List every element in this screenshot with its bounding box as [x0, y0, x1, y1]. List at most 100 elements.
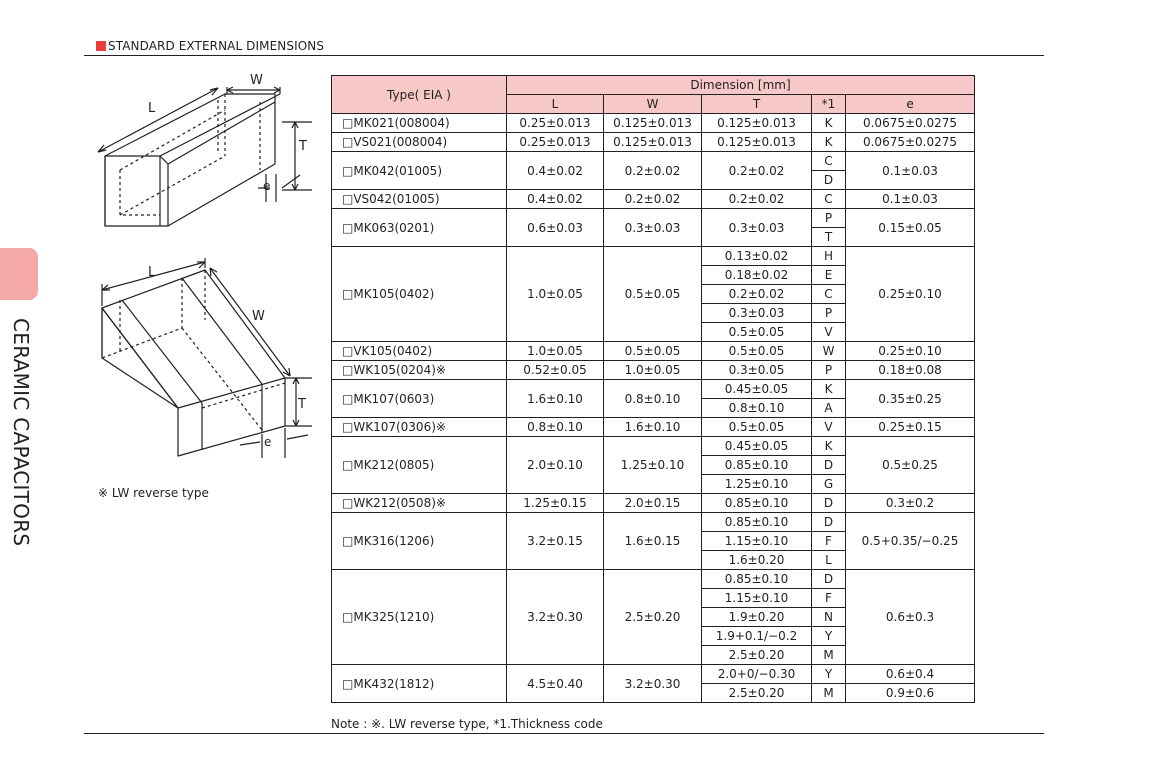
thickness-cell: 1.6±0.20 — [701, 550, 812, 570]
thickness-code-cell: G — [811, 474, 846, 494]
width-cell: 0.3±0.03 — [603, 208, 702, 247]
thickness-cell: 0.85±0.10 — [701, 569, 812, 589]
side-tab — [0, 248, 38, 300]
dimension-header: Dimension [mm] — [505, 75, 976, 95]
thickness-code-cell: F — [811, 588, 846, 608]
side-label: CERAMIC CAPACITORS — [9, 318, 33, 547]
width-cell: 0.8±0.10 — [603, 379, 702, 418]
thickness-cell: 2.5±0.20 — [701, 645, 812, 665]
length-cell: 0.6±0.03 — [506, 208, 604, 247]
col-header: T — [701, 94, 812, 114]
length-cell: 1.6±0.10 — [506, 379, 604, 418]
thickness-code-cell: M — [811, 683, 846, 703]
thickness-code-cell: M — [811, 645, 846, 665]
thickness-cell: 0.2±0.02 — [701, 284, 812, 304]
thickness-code-cell: A — [811, 398, 846, 418]
length-cell: 0.4±0.02 — [506, 189, 604, 209]
thickness-code-cell: K — [811, 132, 846, 152]
thickness-cell: 0.13±0.02 — [701, 246, 812, 266]
type-cell: □WK107(0306)※ — [331, 417, 507, 437]
e-cell: 0.5±0.25 — [844, 436, 976, 494]
e-cell: 0.5+0.35/−0.25 — [844, 512, 976, 570]
thickness-cell: 1.9+0.1/−0.2 — [701, 626, 812, 646]
length-cell: 0.8±0.10 — [506, 417, 604, 437]
e-cell: 0.6±0.3 — [844, 569, 976, 665]
thickness-cell: 0.125±0.013 — [701, 132, 812, 152]
type-cell: □MK325(1210) — [331, 569, 507, 665]
type-cell: □MK432(1812) — [331, 664, 507, 703]
width-cell: 0.2±0.02 — [603, 189, 702, 209]
e-cell: 0.9±0.6 — [844, 683, 976, 703]
type-cell: □MK021(008004) — [331, 113, 507, 133]
thickness-code-cell: V — [811, 417, 846, 437]
col-header: *1 — [811, 94, 846, 114]
thickness-cell: 0.2±0.02 — [701, 151, 812, 190]
thickness-cell: 0.45±0.05 — [701, 436, 812, 456]
thickness-code-cell: P — [811, 360, 846, 380]
width-cell: 0.5±0.05 — [603, 341, 702, 361]
length-cell: 0.4±0.02 — [506, 151, 604, 190]
thickness-code-cell: T — [811, 227, 846, 247]
col-header: L — [506, 94, 604, 114]
thickness-cell: 1.15±0.10 — [701, 588, 812, 608]
type-cell: □WK212(0508)※ — [331, 493, 507, 513]
type-cell: □VK105(0402) — [331, 341, 507, 361]
heading-text: STANDARD EXTERNAL DIMENSIONS — [108, 39, 325, 53]
thickness-code-cell: D — [811, 512, 846, 532]
length-cell: 2.0±0.10 — [506, 436, 604, 494]
dim-label-e: e — [264, 435, 271, 449]
thickness-code-cell: Y — [811, 664, 846, 684]
thickness-code-cell: C — [811, 189, 846, 209]
dim-label-W: W — [252, 309, 265, 324]
type-cell: □WK105(0204)※ — [331, 360, 507, 380]
thickness-cell: 1.15±0.10 — [701, 531, 812, 551]
e-cell: 0.1±0.03 — [844, 151, 976, 190]
thickness-code-cell: P — [811, 208, 846, 228]
thickness-code-cell: D — [811, 493, 846, 513]
type-cell: □VS042(01005) — [331, 189, 507, 209]
thickness-cell: 0.18±0.02 — [701, 265, 812, 285]
thickness-cell: 0.45±0.05 — [701, 379, 812, 399]
thickness-code-cell: H — [811, 246, 846, 266]
e-cell: 0.18±0.08 — [844, 360, 976, 380]
thickness-code-cell: P — [811, 303, 846, 323]
figure-footnote: ※ LW reverse type — [98, 486, 209, 500]
thickness-code-cell: D — [811, 170, 846, 190]
e-cell: 0.25±0.15 — [844, 417, 976, 437]
dimensions-table: Type( EIA ) Dimension [mm] L W T *1 e □M… — [331, 75, 976, 703]
thickness-code-cell: V — [811, 322, 846, 342]
col-header: e — [844, 94, 976, 114]
width-cell: 1.6±0.15 — [603, 512, 702, 570]
length-cell: 4.5±0.40 — [506, 664, 604, 703]
thickness-cell: 1.9±0.20 — [701, 607, 812, 627]
thickness-cell: 0.5±0.05 — [701, 322, 812, 342]
dim-label-L: L — [148, 265, 156, 280]
width-cell: 2.5±0.20 — [603, 569, 702, 665]
thickness-cell: 0.3±0.03 — [701, 208, 812, 247]
e-cell: 0.1±0.03 — [844, 189, 976, 209]
col-header: W — [603, 94, 702, 114]
thickness-code-cell: N — [811, 607, 846, 627]
length-cell: 3.2±0.30 — [506, 569, 604, 665]
